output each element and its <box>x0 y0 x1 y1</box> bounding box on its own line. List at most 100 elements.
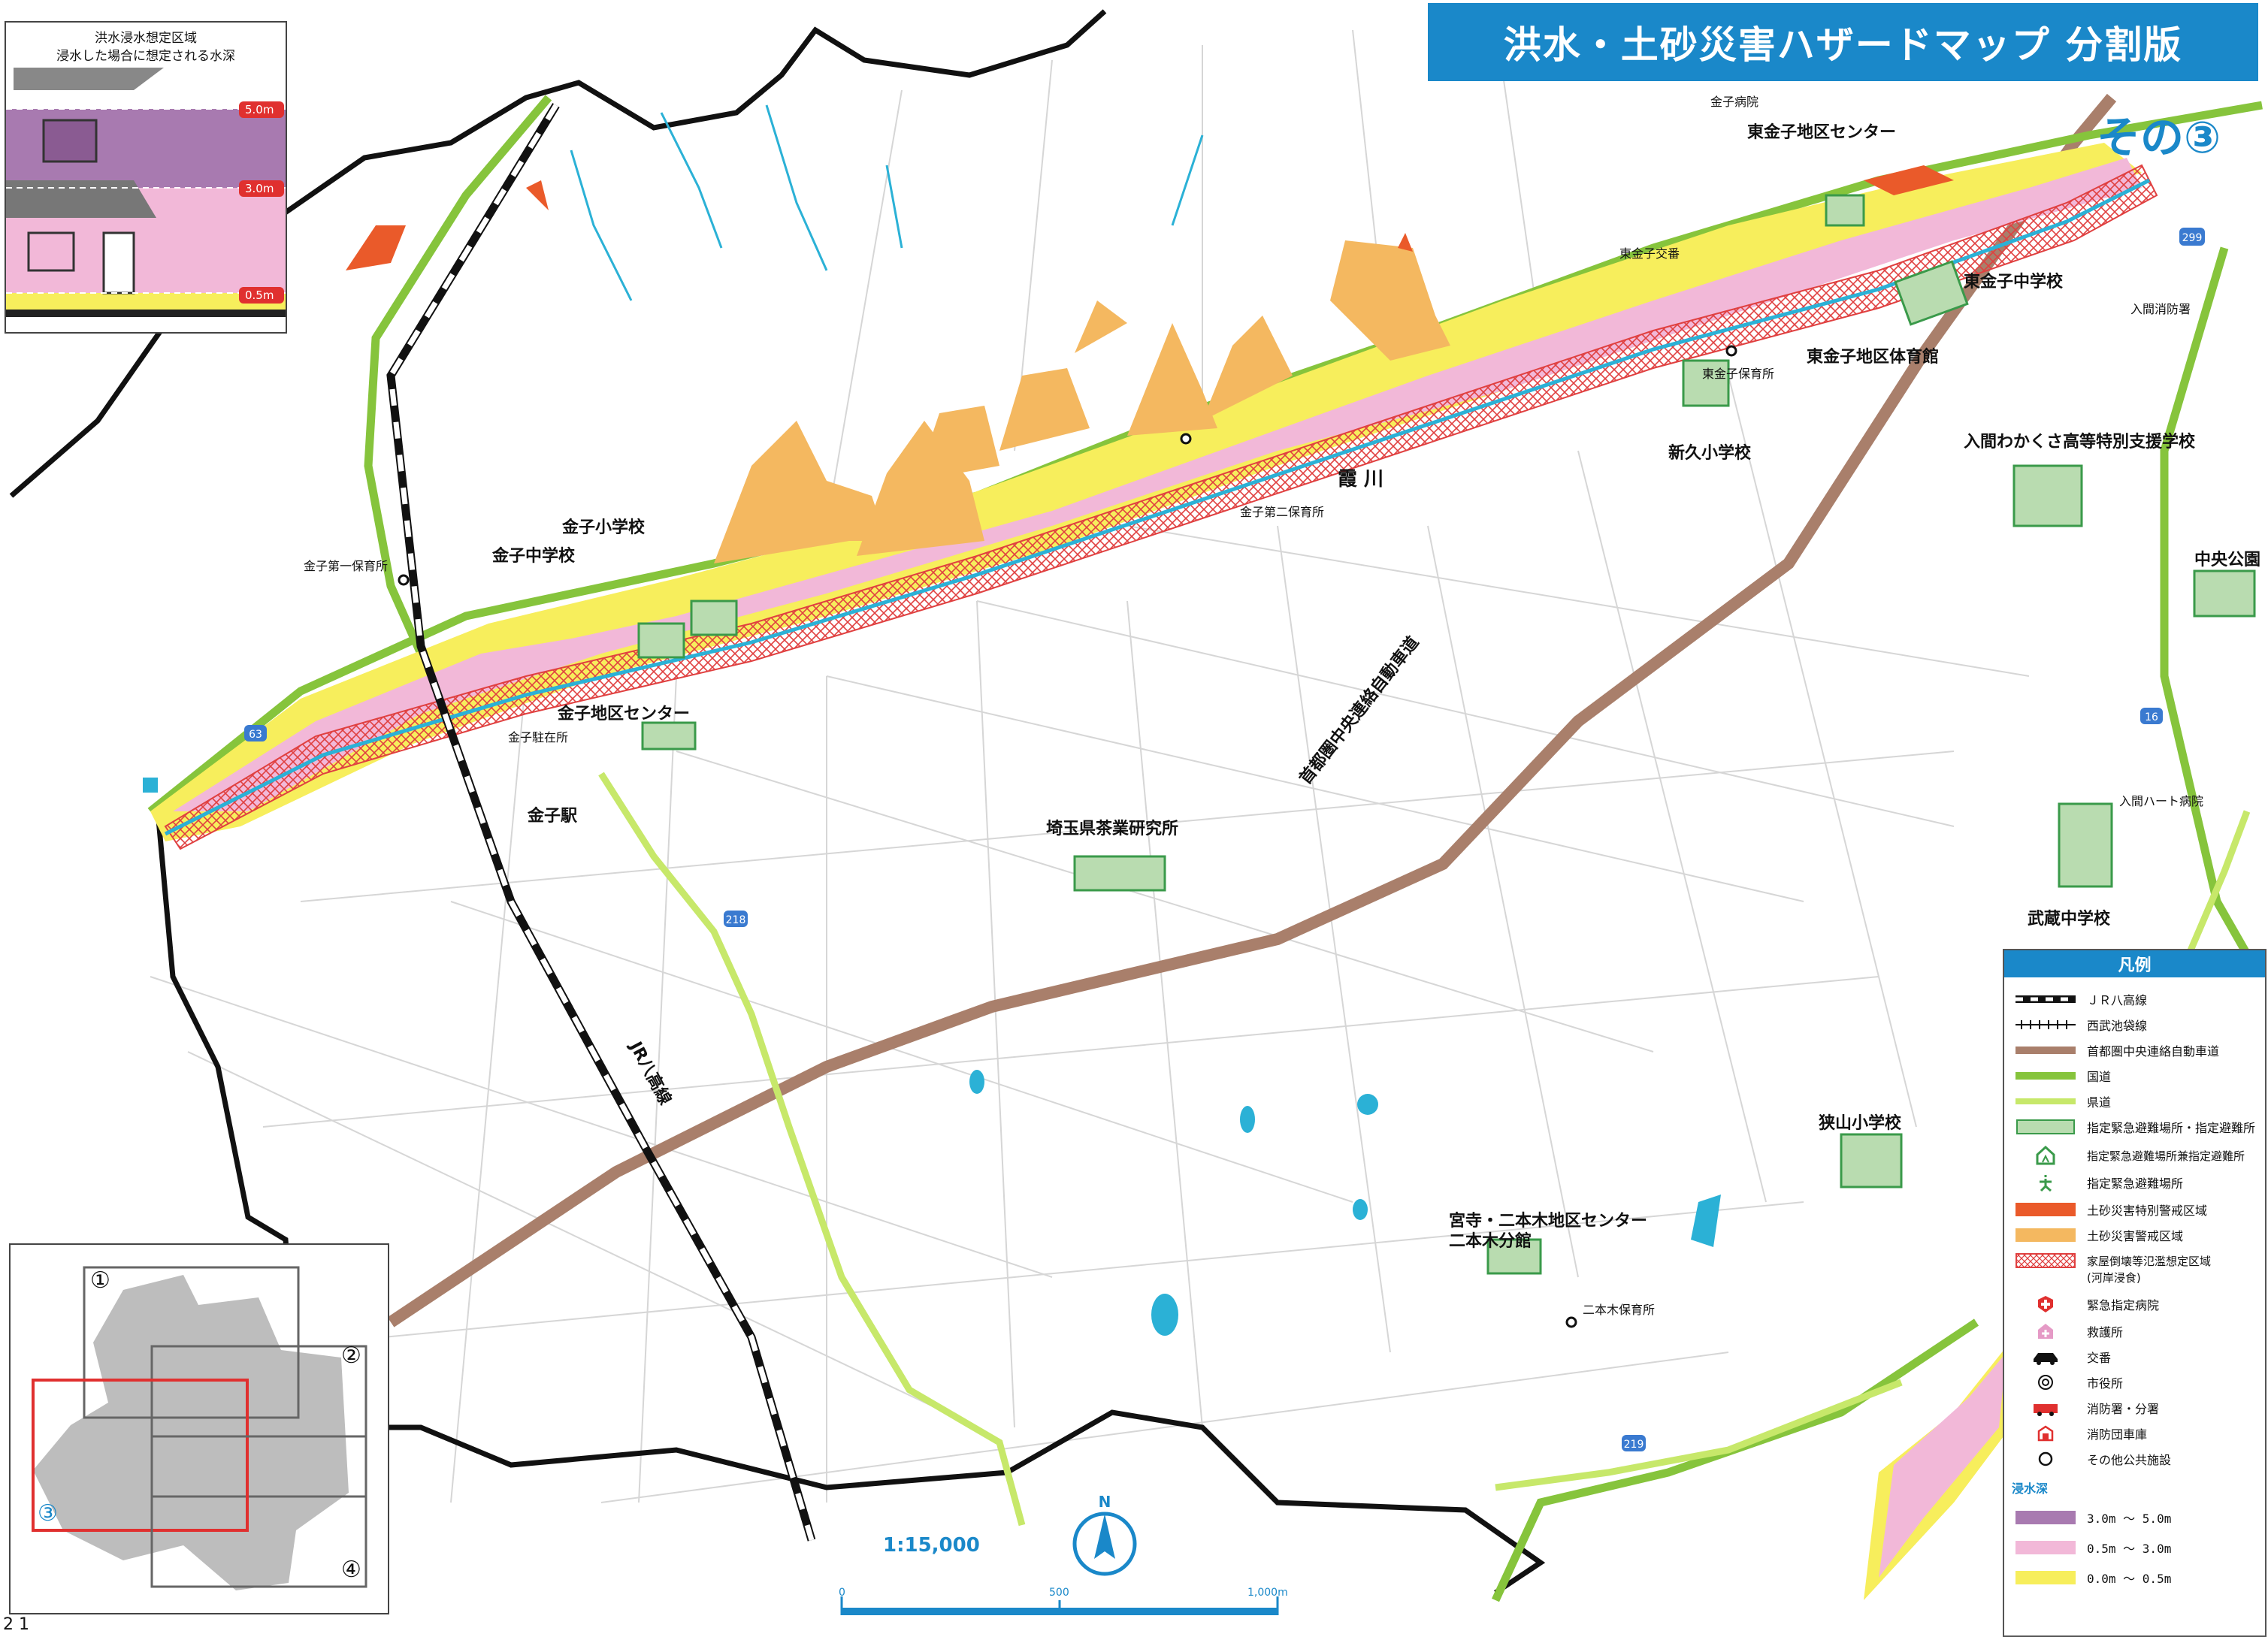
fire-truck-icon <box>2034 1404 2058 1416</box>
overview-label-4: ④ <box>341 1557 361 1583</box>
shelters <box>637 194 2256 1275</box>
label-higashi-kaneko-center: 東金子地区センター <box>1747 123 1897 142</box>
legend-row-erosion: 家屋倒壊等氾濫想定区域 <box>2004 1249 2211 1272</box>
label-shinkyu-es: 新久小学校 <box>1668 444 1752 463</box>
overview-shape <box>32 1266 367 1590</box>
legend-row-seibu: 西武池袋線 <box>2004 1013 2147 1036</box>
legend-row-depth-deep: 3.0m ～ 5.0m <box>2004 1506 2171 1529</box>
legend-shelter: 指定緊急避難場所 <box>2087 1176 2184 1191</box>
label-kaneko-station: 金子駅 <box>528 807 578 826</box>
page-number: 2 1 <box>3 1615 29 1634</box>
legend-row-national: 国道 <box>2004 1065 2111 1087</box>
depth-5m: 5.0m <box>245 103 274 116</box>
map-title: 洪水・土砂災害ハザードマップ 分割版 <box>1428 3 2258 81</box>
legend-row-depth-shallow: 0.0m ～ 0.5m <box>2004 1566 2171 1589</box>
route-218: 218 <box>726 914 746 926</box>
legend-firstaid: 救護所 <box>2087 1325 2124 1340</box>
ponds <box>143 778 1721 1336</box>
sheet-label-text: その <box>2097 112 2185 163</box>
label-wakakusa-school: 入間わかくさ高等特別支援学校 <box>1964 433 2196 452</box>
route-markers <box>244 228 2205 1451</box>
depth-panel-heading-2: 浸水した場合に想定される水深 <box>56 49 235 64</box>
legend-depth-heading-text: 浸水深 <box>2012 1481 2049 1496</box>
expressway-line <box>387 93 2117 1327</box>
label-kasumi-river: 霞 川 <box>1338 468 1384 491</box>
scale-ratio: 1:15,000 <box>883 1534 980 1557</box>
legend-national-road: 国道 <box>2087 1070 2112 1084</box>
public-facilities <box>398 345 1737 1328</box>
label-kaneko-center: 金子地区センター <box>558 705 691 723</box>
legend-row-public: その他公共施設 <box>2004 1448 2171 1470</box>
route-63: 63 <box>249 729 262 741</box>
city-hall-icon <box>2038 1375 2053 1390</box>
label-kaneko-es: 金子小学校 <box>562 518 646 537</box>
legend-panel: 凡例 ＪＲ八高線 西武池袋線 首都圏中央連絡自動車道 国道 県道 指定緊急避難場… <box>2003 949 2266 1637</box>
overview-map: ① ② ③ ④ <box>9 1243 389 1614</box>
legend-row-fire: 消防署・分署 <box>2004 1397 2159 1419</box>
legend-shelter-both: 指定緊急避難場所兼指定避難所 <box>2087 1149 2245 1163</box>
hospital-icon <box>2038 1296 2053 1312</box>
label-higashi-kaneko-gym: 東金子地区体育館 <box>1807 348 1940 367</box>
legend-jr: ＪＲ八高線 <box>2087 993 2148 1007</box>
scale-tick-500: 500 <box>1049 1587 1069 1599</box>
depth-illustration-panel: 洪水浸水想定区域 浸水した場合に想定される水深 5.0m 3.0m 0.5m <box>5 21 287 334</box>
legend-firegarage: 消防団車庫 <box>2087 1427 2148 1442</box>
legend-row-firstaid: 救護所 <box>2004 1320 2123 1343</box>
public-facility-icon <box>2038 1451 2053 1466</box>
sheet-number: ③ <box>2184 112 2221 163</box>
label-kaneko-police: 金子駐在所 <box>508 730 569 745</box>
legend-row-erosion-sub: (河岸浸食) <box>2087 1266 2141 1288</box>
label-miyadera-center: 宮寺・二本木地区センター <box>1449 1212 1648 1231</box>
street-grid <box>150 29 2030 1503</box>
legend-depth-mid: 0.5m ～ 3.0m <box>2087 1542 2172 1556</box>
legend-row-jr: ＪＲ八高線 <box>2004 988 2147 1010</box>
legend-koban: 交番 <box>2087 1351 2112 1365</box>
legend-seibu: 西武池袋線 <box>2087 1019 2148 1033</box>
legend-erosion-sub: (河岸浸食) <box>2087 1270 2141 1285</box>
label-kaneko-1st-nursery: 金子第一保育所 <box>304 559 389 573</box>
house-illustration <box>6 68 286 317</box>
legend-hospital: 緊急指定病院 <box>2087 1298 2160 1312</box>
label-sayama-es: 狭山小学校 <box>1819 1114 1902 1133</box>
scale-bar <box>840 1596 1279 1615</box>
legend-depth-shallow: 0.0m ～ 0.5m <box>2087 1572 2172 1586</box>
rivers <box>570 104 1204 301</box>
route-16: 16 <box>2145 711 2158 723</box>
depth-05m: 0.5m <box>245 288 274 302</box>
legend-fire: 消防署・分署 <box>2087 1402 2160 1416</box>
legend-row-expressway: 首都圏中央連絡自動車道 <box>2004 1039 2219 1062</box>
overview-label-3: ③ <box>38 1500 58 1527</box>
label-tea-institute: 埼玉県茶業研究所 <box>1046 820 1179 838</box>
label-iruma-fire: 入間消防署 <box>2130 302 2191 316</box>
shelter-icon <box>2040 1175 2052 1192</box>
label-iruma-heart-hospital: 入間ハート病院 <box>2119 794 2204 808</box>
legend-depth-deep: 3.0m ～ 5.0m <box>2087 1512 2172 1526</box>
legend-row-firegarage: 消防団車庫 <box>2004 1422 2147 1445</box>
route-299: 299 <box>2182 232 2203 244</box>
north-label: N <box>1099 1493 1111 1511</box>
label-higashi-kaneko-koban: 東金子交番 <box>1619 246 1680 261</box>
legend-row-hospital: 緊急指定病院 <box>2004 1293 2159 1315</box>
legend-row-depth-mid: 0.5m ～ 3.0m <box>2004 1536 2171 1559</box>
landslide-special-zones <box>346 165 1954 270</box>
police-car-icon <box>2034 1353 2058 1365</box>
fire-garage-icon <box>2037 1425 2054 1442</box>
legend-row-cityhall: 市役所 <box>2004 1371 2123 1394</box>
legend-expressway: 首都圏中央連絡自動車道 <box>2087 1044 2220 1059</box>
legend-cityhall: 市役所 <box>2087 1376 2124 1391</box>
legend-shelter-area: 指定緊急避難場所・指定避難所 <box>2087 1121 2256 1135</box>
label-nihongi-branch: 二本木分館 <box>1449 1232 1532 1251</box>
legend-row-shelter-area: 指定緊急避難場所・指定避難所 <box>2004 1116 2255 1138</box>
legend-row-landslide-special: 土砂災害特別警戒区域 <box>2004 1198 2207 1221</box>
route-219: 219 <box>1624 1439 1644 1451</box>
label-kaneko-2nd-nursery: 金子第二保育所 <box>1240 505 1325 519</box>
legend-heading: 凡例 <box>2004 950 2265 977</box>
first-aid-icon <box>2038 1324 2053 1339</box>
scale-tick-1000: 1,000m <box>1247 1587 1288 1599</box>
sheet-label: その③ <box>2097 102 2221 165</box>
legend-row-pref: 県道 <box>2004 1090 2111 1113</box>
legend-row-shelter: 指定緊急避難場所 <box>2004 1171 2183 1194</box>
shelter-both-icon <box>2036 1146 2055 1165</box>
depth-3m: 3.0m <box>245 182 274 195</box>
legend-landslide-special: 土砂災害特別警戒区域 <box>2087 1204 2208 1218</box>
